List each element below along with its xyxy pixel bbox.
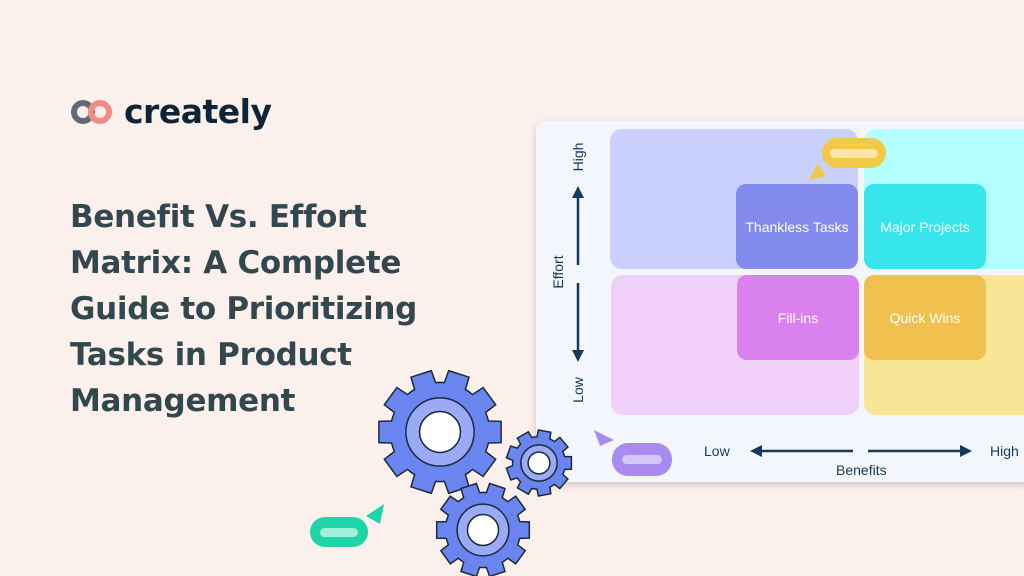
creately-logo-icon: [71, 99, 112, 124]
cursor-green-icon: [366, 504, 384, 524]
brand-name: creately: [124, 92, 272, 131]
quadrant-major-projects: Major Projects: [864, 184, 986, 269]
title-line: Benefit Vs. Effort: [70, 199, 367, 235]
creately-logo: creately: [70, 92, 272, 131]
medium-gear-icon: [435, 482, 531, 576]
large-gear-icon: [378, 369, 502, 495]
title-line: Management: [70, 383, 296, 419]
title-line: Guide to Prioritizing: [70, 291, 417, 327]
purple-pill-shape: [612, 443, 672, 476]
page-title: Benefit Vs. Effort Matrix: A Complete Gu…: [70, 194, 450, 424]
green-pill-shape: [310, 517, 368, 547]
benefits-high-label: High: [990, 443, 1019, 459]
yellow-pill-shape: [822, 138, 886, 168]
quadrant-fill-ins: Fill-ins: [737, 275, 859, 360]
quadrant-quick-wins: Quick Wins: [864, 275, 986, 360]
benefits-axis-label: Benefits: [836, 462, 887, 478]
quadrant-thankless-tasks: Thankless Tasks: [736, 184, 858, 269]
title-line: Matrix: A Complete: [70, 245, 402, 281]
benefits-low-label: Low: [704, 443, 730, 459]
title-line: Tasks in Product: [70, 337, 352, 373]
cursor-yellow-icon: [808, 164, 826, 180]
small-gear-icon: [505, 429, 573, 497]
cursor-purple-icon: [594, 430, 614, 446]
